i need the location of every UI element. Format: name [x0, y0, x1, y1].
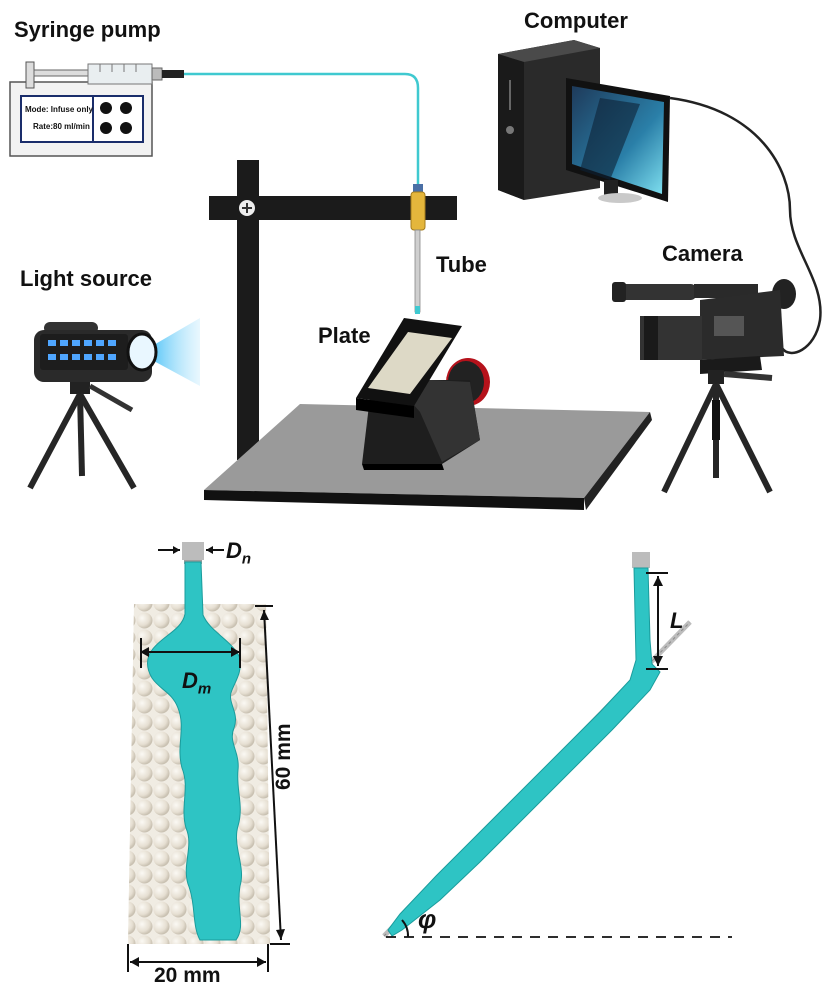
nozzle	[410, 184, 426, 314]
side-view	[382, 552, 732, 938]
length-label: L	[670, 608, 684, 633]
syringe-pump-label: Syringe pump	[14, 17, 161, 42]
camera-label: Camera	[662, 241, 743, 266]
top-view-plate	[127, 542, 290, 972]
syringe-pump	[9, 61, 184, 157]
tube-line	[184, 72, 420, 190]
pump-mode-text: Mode: Infuse only	[25, 105, 93, 114]
computer	[498, 40, 670, 203]
fluid-footprint	[147, 561, 242, 941]
width-dimension-label: 20 mm	[154, 964, 221, 987]
tube-label: Tube	[436, 252, 487, 277]
pump-rate-text: Rate:80 ml/min	[33, 122, 90, 131]
plate-label: Plate	[318, 323, 371, 348]
camera	[612, 279, 796, 494]
angle-label: φ	[418, 904, 437, 934]
light-source	[27, 318, 200, 490]
nozzle-diameter-label: Dn	[226, 538, 252, 568]
tilt-holder	[356, 318, 490, 470]
light-source-label: Light source	[20, 266, 153, 291]
max-diameter-label: Dm	[182, 668, 212, 698]
fluid-film	[387, 567, 661, 937]
computer-label: Computer	[524, 8, 628, 33]
camera-cable	[669, 96, 822, 355]
